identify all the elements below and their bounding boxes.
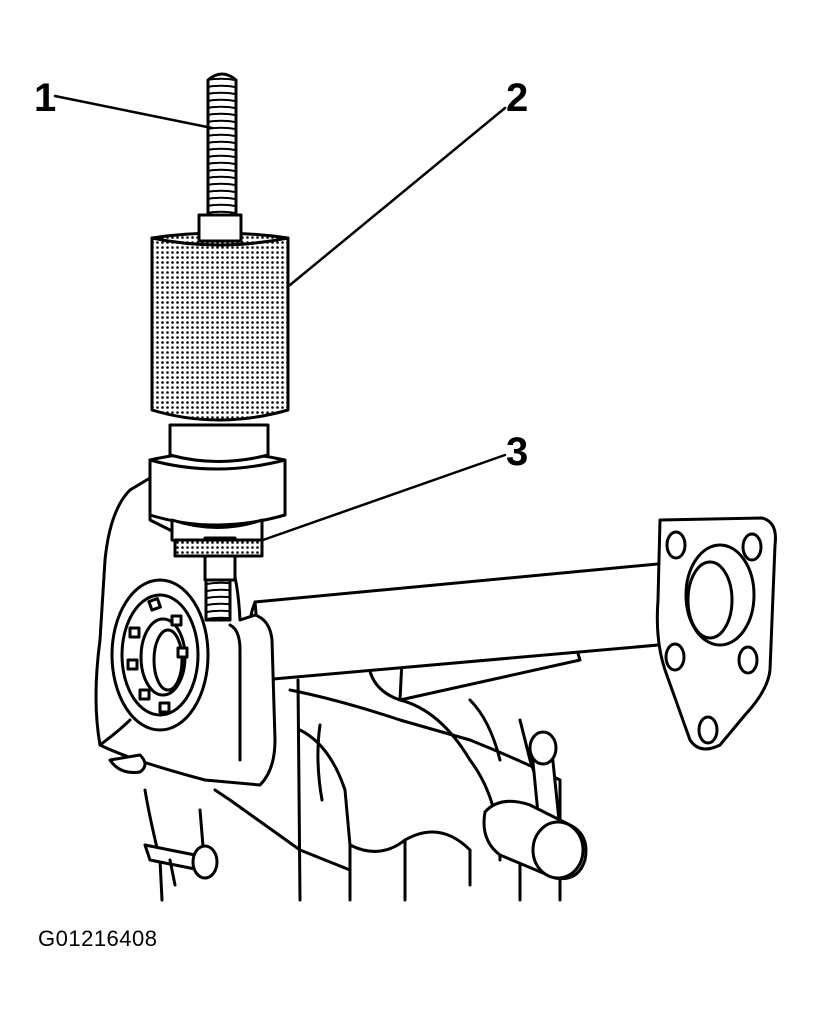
figure-id: G01216408 — [38, 926, 158, 951]
callout-1: 1 — [34, 76, 57, 120]
leader-line-1 — [53, 94, 214, 130]
leader-lines — [53, 94, 507, 542]
callout-2: 2 — [506, 76, 529, 120]
tool-threaded-rod — [197, 72, 243, 243]
tool-knurled-body — [150, 231, 290, 422]
tool-receiver — [148, 423, 287, 622]
callout-3: 3 — [506, 430, 529, 474]
lower-bracket — [108, 753, 219, 887]
leader-line-3 — [261, 453, 507, 542]
flange-plate — [655, 516, 777, 751]
leader-line-2 — [288, 106, 507, 287]
vise-handle — [482, 730, 588, 881]
wheel-bearing — [110, 578, 210, 732]
